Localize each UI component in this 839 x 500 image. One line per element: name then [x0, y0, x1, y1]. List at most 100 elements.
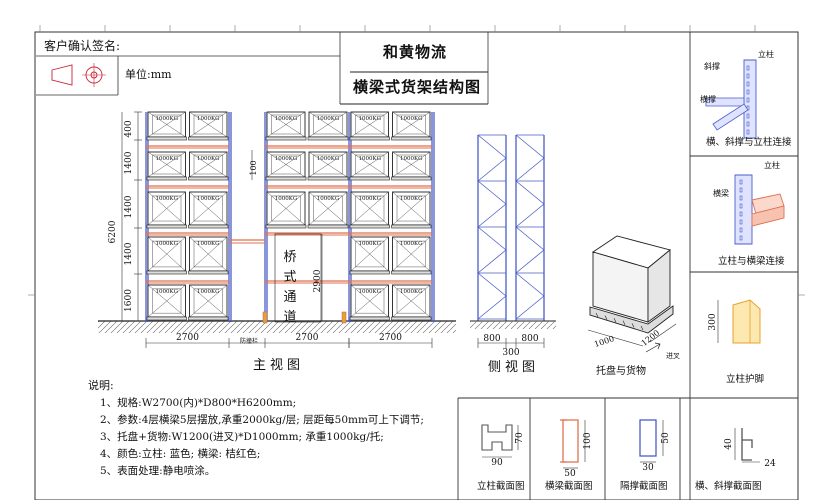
height-dim: 1400: [124, 242, 134, 265]
bay-width-dim: 2700: [379, 333, 402, 343]
gap-dim: 300: [502, 348, 519, 358]
bay-width-dim: 2700: [176, 333, 199, 343]
beam-detail: [751, 205, 785, 227]
aisle-label: 桥式通道: [283, 250, 297, 325]
goods-inner: [193, 240, 223, 268]
goods-cross: [308, 111, 348, 138]
goods-cross: [189, 111, 228, 138]
goods-cross: [392, 284, 431, 318]
note-item: 2、参数:4层横梁5层摆放,承重2000kg/层; 层距每50mm可上下调节;: [100, 414, 424, 426]
upright-hole: [739, 235, 743, 241]
goods-inner: [396, 240, 426, 268]
goods-inner: [271, 114, 301, 135]
upright-hole: [746, 81, 750, 87]
pallet-slat: [622, 320, 626, 325]
guard-post: [341, 311, 347, 324]
guard-post: [262, 311, 268, 324]
goods-inner: [396, 154, 426, 175]
pallet-slat: [631, 323, 635, 328]
upright-detail: [734, 174, 753, 245]
customer-sign-label: 客户确认签名:: [44, 39, 121, 53]
pallet-base: [265, 136, 307, 141]
goods-inner: [271, 154, 301, 175]
pallet-base: [146, 136, 187, 141]
goods-cross: [266, 191, 306, 226]
goods-inner: [396, 288, 426, 314]
company-name: 和黄物流: [383, 43, 448, 61]
load-label: 1000KG: [197, 156, 220, 162]
height-dim: 1400: [124, 151, 134, 174]
guard-label: 防撞栏: [240, 338, 259, 345]
side-brace: [477, 226, 507, 251]
upright-hole: [746, 73, 750, 79]
detail-label: 斜撑: [704, 61, 720, 71]
pallet-base: [307, 136, 349, 141]
load-label: 1000KG: [156, 116, 179, 122]
load-label: 1000KG: [400, 241, 423, 247]
spacer-section: [639, 419, 657, 457]
goods-inner: [193, 114, 223, 135]
goods-inner: [355, 195, 385, 222]
load-label: 1000KG: [156, 156, 179, 162]
goods-cross: [147, 151, 186, 178]
upright-hole: [739, 219, 743, 225]
load-label: 1000KG: [275, 196, 298, 202]
pallet-base: [188, 316, 229, 321]
load-label: 1000KG: [359, 196, 382, 202]
goods-inner: [355, 240, 385, 268]
side-brace: [477, 157, 507, 182]
upright-hole: [739, 227, 743, 233]
goods-cross: [308, 191, 348, 226]
upright-hole: [739, 203, 743, 209]
pallet-base: [146, 224, 187, 229]
load-label: 1000KG: [197, 289, 220, 295]
note-item: 3、托盘+货物:W1200(进叉)*D1000mm; 承重1000kg/托;: [100, 431, 384, 443]
goods-inner: [193, 154, 223, 175]
side-brace: [515, 249, 545, 274]
goods-inner: [313, 195, 343, 222]
brace-section: [741, 428, 753, 461]
upright-hole: [746, 121, 750, 127]
pallet-slat: [613, 318, 617, 323]
dim-line: [649, 323, 677, 343]
pallet-base: [391, 136, 432, 141]
upright-hole: [746, 65, 750, 71]
goods-inner: [152, 154, 182, 175]
upright-hole: [739, 211, 743, 217]
pallet-base: [146, 316, 187, 321]
goods-inner: [355, 288, 385, 314]
load-label: 1000KG: [156, 241, 179, 247]
goods-inner: [396, 195, 426, 222]
beam-section-lip: [560, 419, 567, 463]
load-label: 1000KG: [275, 156, 298, 162]
pallet-slat: [595, 312, 599, 318]
pallet-base: [391, 176, 432, 181]
upright-hole: [746, 97, 750, 103]
side-view-caption: 侧视图: [488, 360, 540, 375]
beam-section: [562, 419, 579, 463]
pallet-base: [349, 176, 390, 181]
fork-label: 进叉: [666, 352, 680, 360]
upright-hole: [739, 187, 743, 193]
upright-hole: [739, 195, 743, 201]
side-brace: [477, 180, 507, 205]
goods-inner: [313, 114, 343, 135]
goods-cross: [350, 191, 389, 226]
total-height-dim: 6200: [108, 220, 118, 243]
section-title-brace: 横、斜撑截面图: [695, 481, 762, 492]
ground-hatch: [98, 321, 456, 333]
pallet-base: [146, 270, 187, 275]
detail-label: 立柱: [758, 49, 774, 59]
load-label: 1000KG: [359, 241, 382, 247]
front-view: 1000KG 1000KG 1000KG 1000KG 1000KG 1000KG 1000…: [98, 111, 456, 348]
side-brace: [477, 295, 507, 320]
goods-inner: [152, 288, 182, 314]
load-label: 1000KG: [400, 156, 423, 162]
pallet-base: [391, 270, 432, 275]
depth-dim: 800: [521, 334, 538, 344]
goods-cross: [350, 151, 389, 178]
detail-label: 横撑: [700, 94, 716, 104]
